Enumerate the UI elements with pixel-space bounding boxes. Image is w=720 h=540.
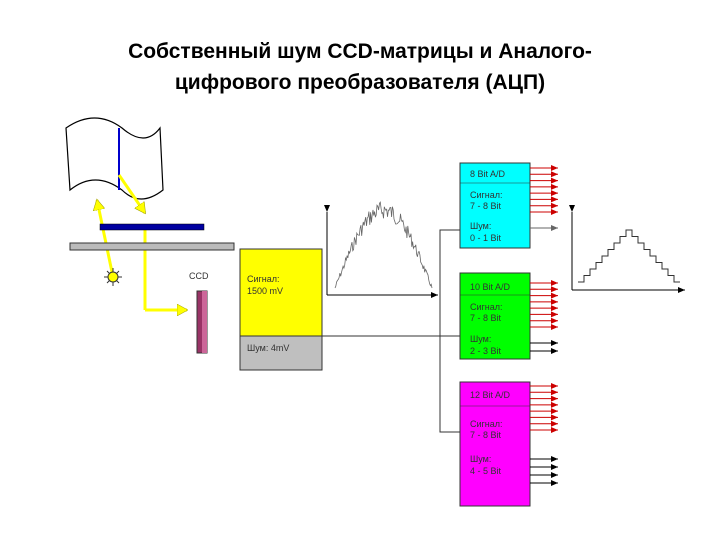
object-sheet <box>65 117 164 200</box>
signal-value: 1500 mV <box>247 286 283 296</box>
adc-8bit-signal-bits: 7 - 8 Bit <box>470 201 502 211</box>
sensor-base <box>69 242 235 251</box>
adc-10bit-header: 10 Bit A/D <box>470 282 511 292</box>
adc-8bit-header: 8 Bit A/D <box>470 169 506 179</box>
adc-12bit-output-arrows <box>530 383 558 486</box>
adc-8bit-signal-label: Сигнал: <box>470 190 503 200</box>
staircase-waveform <box>578 229 680 283</box>
adc-10bit-signal-label: Сигнал: <box>470 302 503 312</box>
signal-label: Сигнал: <box>247 274 280 284</box>
adc-12bit-signal-bits: 7 - 8 Bit <box>470 430 502 440</box>
ccd-label: CCD <box>189 271 209 281</box>
title-line-1: Собственный шум CCD-матрицы и Аналого- <box>128 40 592 63</box>
adc-8bit-noise-label: Шум: <box>470 221 491 231</box>
adc-12bit-signal-label: Сигнал: <box>470 419 503 429</box>
adc-10bit-output-arrows <box>530 280 558 354</box>
analog-signal-plot <box>324 201 438 298</box>
adc-10bit-signal-bits: 7 - 8 Bit <box>470 313 502 323</box>
adc-8bit-noise-bits: 0 - 1 Bit <box>470 233 502 243</box>
adc-12bit: 12 Bit A/D Сигнал: 7 - 8 Bit Шум: 4 - 5 … <box>459 381 558 507</box>
adc-8bit: 8 Bit A/D Сигнал: 7 - 8 Bit Шум: 0 - 1 B… <box>459 162 558 249</box>
adc-10bit: 10 Bit A/D Сигнал: 7 - 8 Bit Шум: 2 - 3 … <box>459 272 558 360</box>
ccd-element <box>196 290 208 354</box>
noise-value: Шум: 4mV <box>247 343 289 353</box>
sensor-bar <box>99 223 205 231</box>
adc-10bit-noise-bits: 2 - 3 Bit <box>470 346 502 356</box>
light-rays <box>97 174 187 310</box>
noisy-waveform <box>334 201 433 289</box>
digital-signal-plot <box>569 205 685 293</box>
adc-8bit-output-arrows <box>530 165 558 231</box>
adc-12bit-noise-label: Шум: <box>470 454 491 464</box>
light-source-icon <box>104 268 122 286</box>
signal-box: Сигнал: 1500 mV Шум: 4mV <box>239 248 323 371</box>
adc-12bit-noise-bits: 4 - 5 Bit <box>470 466 502 476</box>
adc-12bit-header: 12 Bit A/D <box>470 390 511 400</box>
page-title: Собственный шум CCD-матрицы и Аналого- ц… <box>0 36 720 98</box>
adc-10bit-noise-label: Шум: <box>470 334 491 344</box>
title-line-2: цифрового преобразователя (АЦП) <box>174 71 546 94</box>
connector-lines <box>322 229 460 433</box>
